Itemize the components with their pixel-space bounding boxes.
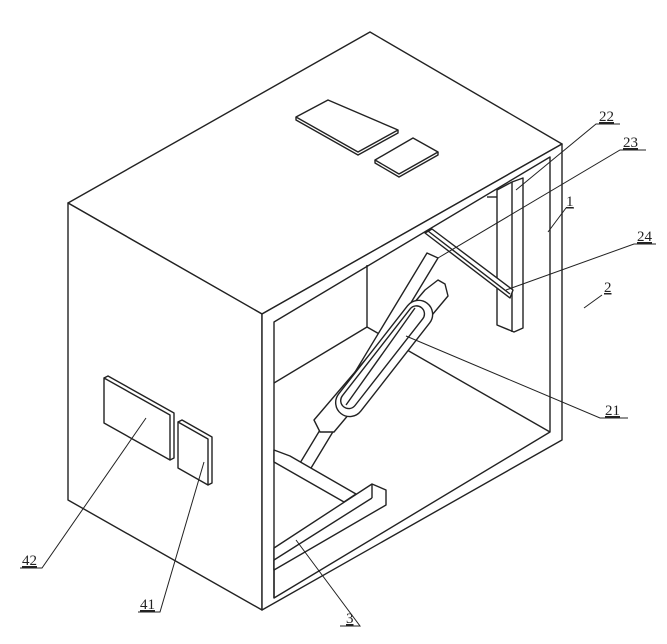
side-panels (103, 375, 213, 486)
column-22 (424, 177, 524, 333)
telescopic-rod-21 (293, 252, 449, 479)
label-2: 2 (604, 280, 612, 296)
label-21: 21 (605, 403, 620, 419)
label-42: 42 (22, 553, 37, 569)
label-24: 24 (637, 229, 653, 245)
label-3: 3 (346, 611, 354, 627)
label-1: 1 (566, 194, 574, 210)
label-41: 41 (140, 597, 155, 613)
top-panels (295, 99, 439, 178)
label-22: 22 (599, 109, 614, 125)
leader-lines (20, 123, 656, 627)
label-23: 23 (623, 135, 638, 151)
